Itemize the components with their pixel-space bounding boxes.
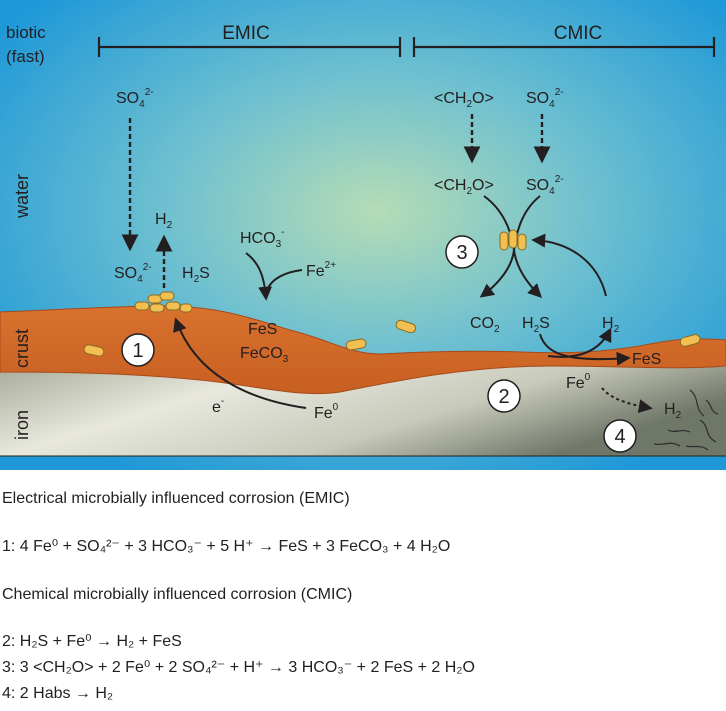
ch2o-label: <CH2O>	[434, 177, 494, 197]
electron-label: e-	[212, 396, 224, 416]
h2s-to-fes-arrow	[539, 333, 631, 366]
emic-bracket	[97, 37, 402, 57]
sulfate-label-cmic-top: SO42-	[526, 87, 564, 110]
fes-label-cmic: FeS	[632, 351, 661, 368]
equation-3: 3: 3 <CH₂O> + 2 Fe⁰ + 2 SO₄²⁻ + H⁺ → 3 H…	[2, 659, 475, 676]
emic-section-title: Electrical microbially influenced corros…	[2, 490, 350, 507]
h2s-label-cmic: H2S	[522, 315, 550, 335]
iron-zone	[0, 366, 726, 456]
iron-cracks	[653, 389, 719, 451]
hco3-precipitation-arrow	[245, 252, 273, 301]
marker-4: 4	[603, 419, 637, 453]
fe0-label-cmic: Fe0	[566, 372, 591, 392]
svg-text:biotic: biotic	[6, 23, 46, 42]
marker-3: 3	[445, 235, 479, 269]
h2-label-cmic: H2	[602, 315, 620, 335]
sulfate-label-emic: SO42-	[114, 262, 152, 285]
emic-cell-cluster	[134, 291, 193, 313]
cmic-label: CMIC	[554, 23, 603, 44]
crust-cells	[83, 319, 701, 357]
zone-label-biotic: biotic (fast)	[6, 23, 46, 66]
feco3-label: FeCO3	[240, 345, 289, 365]
svg-text:2: 2	[498, 386, 509, 408]
ch2o-label-top: <CH2O>	[434, 90, 494, 110]
h2s-label-emic: H2S	[182, 265, 210, 285]
zone-label-iron: iron	[12, 410, 32, 440]
svg-text:3: 3	[456, 242, 467, 264]
cmic-cell-cluster	[499, 229, 527, 251]
equation-4: 4: 2 Habs → H₂	[2, 685, 114, 702]
fe2-label: Fe2+	[306, 260, 336, 280]
cmic-section-title: Chemical microbially influenced corrosio…	[2, 586, 353, 603]
emic-label: EMIC	[222, 23, 270, 44]
electron-flow-arrow	[173, 317, 307, 409]
zone-label-crust: crust	[12, 329, 32, 368]
sulfate-label-emic-top: SO42-	[116, 87, 154, 110]
svg-text:1: 1	[132, 340, 143, 362]
fe0-label-emic: Fe0	[314, 402, 339, 422]
cmic-bracket	[412, 37, 716, 57]
sulfate-to-co2-arrow	[479, 195, 541, 298]
fes-label-emic: FeS	[248, 321, 277, 338]
fe0-to-h2-arrow	[547, 327, 612, 358]
sulfate-label-cmic: SO42-	[526, 174, 564, 197]
hco3-label: HCO3-	[240, 227, 284, 250]
co2-label: CO2	[470, 315, 500, 335]
marker-1: 1	[121, 333, 155, 367]
h2-label-iron: H2	[664, 401, 682, 421]
h2-label-emic: H2	[155, 211, 173, 231]
corrosion-diagram: biotic (fast) water crust iron EMIC CMIC…	[0, 0, 726, 470]
h2-consumption-arrow	[531, 233, 607, 297]
equation-1: 1: 4 Fe⁰ + SO₄²⁻ + 3 HCO₃⁻ + 5 H⁺ → FeS …	[2, 538, 451, 555]
marker-2: 2	[487, 379, 521, 413]
zone-label-water: water	[12, 174, 32, 219]
svg-text:(fast): (fast)	[6, 47, 45, 66]
svg-text:4: 4	[614, 426, 625, 448]
equation-2: 2: H₂S + Fe⁰ → H₂ + FeS	[2, 633, 182, 650]
fe2-precipitation-arrow	[266, 269, 303, 291]
